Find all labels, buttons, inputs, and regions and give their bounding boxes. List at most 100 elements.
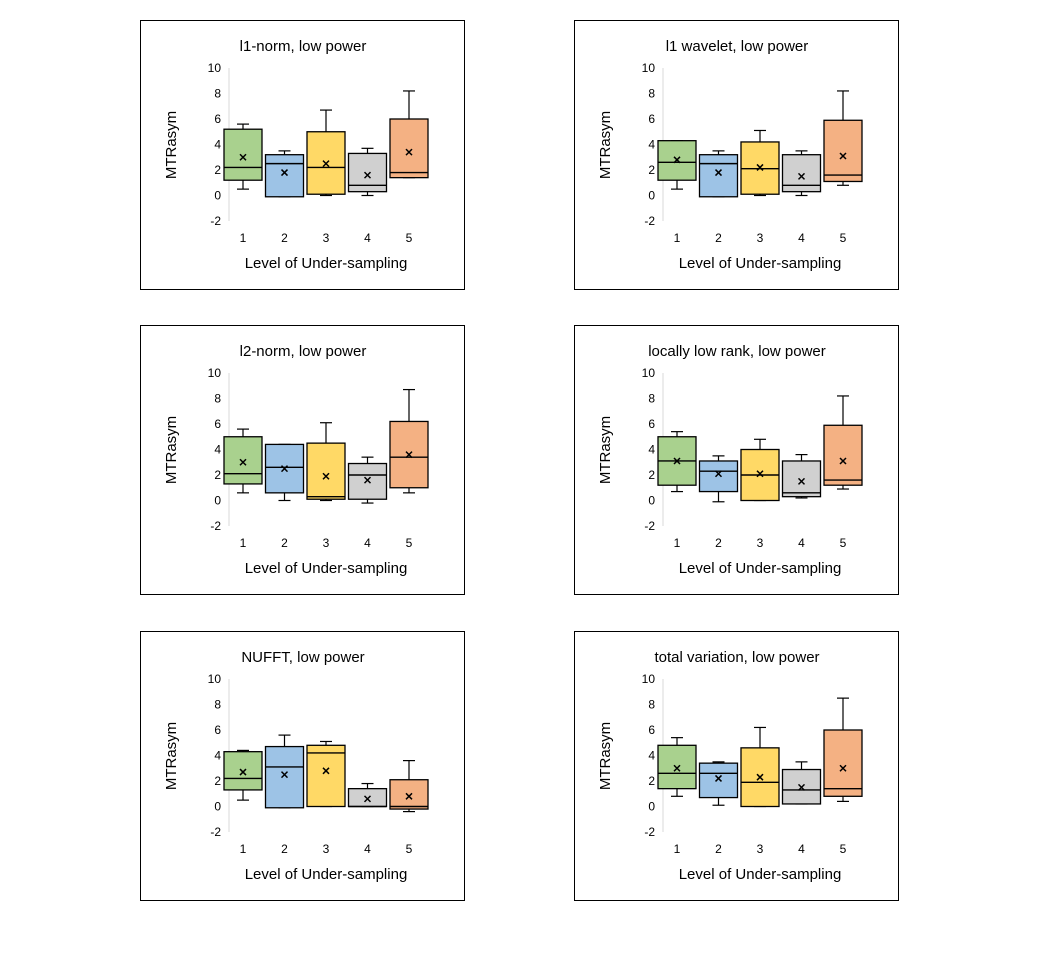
mean-marker <box>756 470 764 478</box>
y-tick-label: 10 <box>642 672 656 686</box>
mean-marker <box>405 451 413 459</box>
y-tick-label: 6 <box>648 417 655 431</box>
y-tick-label: -2 <box>210 825 221 839</box>
mean-marker <box>714 169 723 177</box>
chart-title: total variation, low power <box>654 649 819 666</box>
mean-marker <box>239 458 247 466</box>
x-tick-label: 2 <box>281 842 288 856</box>
y-tick-label: 6 <box>214 417 221 431</box>
mean-marker <box>673 156 681 164</box>
box-series-1 <box>223 428 263 494</box>
y-tick-label: 6 <box>648 112 655 126</box>
box <box>781 154 822 193</box>
mean-marker <box>280 169 289 177</box>
mean-marker <box>363 795 372 803</box>
box <box>781 460 822 498</box>
box-series-1 <box>657 140 697 190</box>
box <box>223 751 263 791</box>
x-tick-label: 5 <box>406 231 413 245</box>
x-tick-label: 5 <box>406 536 413 550</box>
box-series-5 <box>823 395 863 490</box>
mean-marker <box>405 148 413 156</box>
x-tick-label: 3 <box>757 536 764 550</box>
box-series-4 <box>347 782 388 808</box>
box-plot-svg: locally low rank, low power-20246810MTRa… <box>597 343 863 577</box>
box-series-3 <box>740 129 780 197</box>
y-tick-label: 2 <box>648 163 655 177</box>
x-tick-label: 1 <box>240 536 247 550</box>
box-series-5 <box>389 760 429 813</box>
y-axis-label: MTRasym <box>597 111 614 179</box>
box <box>698 762 739 799</box>
y-tick-label: 10 <box>208 61 222 75</box>
y-tick-label: 10 <box>208 366 222 380</box>
box-series-4 <box>347 147 388 197</box>
box <box>223 436 263 485</box>
box-series-1 <box>223 749 263 801</box>
y-tick-label: 4 <box>648 443 655 457</box>
x-tick-label: 2 <box>281 536 288 550</box>
mean-marker <box>673 457 681 465</box>
x-tick-label: 5 <box>406 842 413 856</box>
mean-marker <box>714 774 723 782</box>
x-tick-label: 3 <box>323 231 330 245</box>
mean-marker <box>280 465 289 473</box>
y-tick-label: 6 <box>214 723 221 737</box>
mean-marker <box>756 163 764 171</box>
box-series-4 <box>781 454 822 499</box>
chart-title: NUFFT, low power <box>241 649 364 666</box>
y-tick-label: 8 <box>214 698 221 712</box>
x-tick-label: 4 <box>798 231 805 245</box>
x-tick-label: 5 <box>840 842 847 856</box>
y-tick-label: 2 <box>648 468 655 482</box>
box <box>657 744 697 790</box>
y-axis-label: MTRasym <box>597 722 614 790</box>
box-series-2 <box>698 455 739 503</box>
mean-marker <box>363 171 372 179</box>
y-tick-label: 2 <box>214 774 221 788</box>
x-tick-label: 3 <box>323 842 330 856</box>
y-tick-label: -2 <box>210 519 221 533</box>
mean-marker <box>839 764 847 772</box>
y-tick-label: 8 <box>214 392 221 406</box>
box-series-1 <box>657 431 697 493</box>
box-series-3 <box>306 109 346 197</box>
x-tick-label: 2 <box>715 842 722 856</box>
y-tick-label: 0 <box>648 800 655 814</box>
box-series-1 <box>657 737 697 797</box>
mean-marker <box>756 773 764 781</box>
box <box>823 119 863 183</box>
chart-title: l2-norm, low power <box>240 343 367 360</box>
x-tick-label: 2 <box>715 536 722 550</box>
x-tick-label: 1 <box>674 842 681 856</box>
y-axis-label: MTRasym <box>163 111 180 179</box>
y-tick-label: -2 <box>644 214 655 228</box>
x-tick-label: 4 <box>798 536 805 550</box>
y-tick-label: 10 <box>642 61 656 75</box>
box-series-1 <box>223 123 263 190</box>
mean-marker <box>405 792 413 800</box>
y-tick-label: 4 <box>214 443 221 457</box>
x-axis-label: Level of Under-sampling <box>679 255 842 272</box>
y-tick-label: 0 <box>214 189 221 203</box>
box-series-5 <box>823 90 863 186</box>
y-tick-label: 8 <box>648 698 655 712</box>
box-series-4 <box>347 456 388 504</box>
box-series-5 <box>389 90 429 179</box>
y-tick-label: 6 <box>648 723 655 737</box>
box <box>306 744 346 808</box>
mean-marker <box>363 476 372 484</box>
x-tick-label: 1 <box>240 231 247 245</box>
box <box>306 442 346 500</box>
box-series-5 <box>389 388 429 494</box>
x-axis-label: Level of Under-sampling <box>679 560 842 577</box>
mean-marker <box>280 771 289 779</box>
y-tick-label: 4 <box>648 138 655 152</box>
y-tick-label: 0 <box>648 189 655 203</box>
